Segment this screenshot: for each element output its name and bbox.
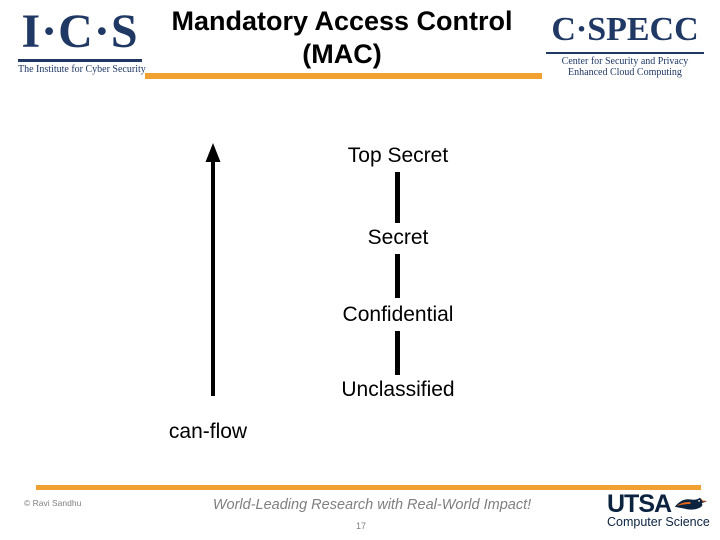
cspecc-logo-acronym: C·SPECC xyxy=(551,11,699,48)
slide-title: Mandatory Access Control (MAC) xyxy=(142,5,542,71)
utsa-logo-department: Computer Science xyxy=(607,515,710,529)
connector-confidential-unclassified xyxy=(395,331,400,375)
cspecc-logo: C·SPECC Center for Security and Privacy … xyxy=(546,10,704,78)
ics-logo-rule xyxy=(18,59,142,62)
level-secret: Secret xyxy=(367,226,429,249)
utsa-roadrunner-icon xyxy=(674,497,708,510)
slide-title-line1: Mandatory Access Control xyxy=(171,6,513,36)
connector-topsecret-secret xyxy=(395,172,400,223)
ics-logo: I·C·S The Institute for Cyber Security xyxy=(18,5,146,75)
slide-title-line2: (MAC) xyxy=(302,39,382,69)
footer-tagline: World-Leading Research with Real-World I… xyxy=(212,497,532,513)
level-unclassified: Unclassified xyxy=(341,378,455,401)
level-top-secret: Top Secret xyxy=(347,144,449,167)
can-flow-label: can-flow xyxy=(168,420,248,443)
ics-logo-tagline: The Institute for Cyber Security xyxy=(18,64,146,75)
page-number: 17 xyxy=(355,521,366,531)
connector-secret-confidential xyxy=(395,254,400,298)
level-confidential: Confidential xyxy=(342,303,454,326)
utsa-logo: UTSA Computer Science xyxy=(607,490,710,529)
title-underline-bar xyxy=(145,73,542,79)
cspecc-logo-tagline-line2: Enhanced Cloud Computing xyxy=(568,67,682,78)
copyright-text: © Ravi Sandhu xyxy=(24,498,82,508)
ics-logo-acronym: I·C·S xyxy=(21,5,139,58)
cspecc-logo-tagline-line1: Center for Security and Privacy xyxy=(561,56,689,67)
utsa-logo-name: UTSA xyxy=(607,490,672,518)
can-flow-up-arrow-icon xyxy=(205,143,221,396)
cspecc-logo-rule xyxy=(546,52,704,54)
footer-accent-bar xyxy=(36,485,701,490)
